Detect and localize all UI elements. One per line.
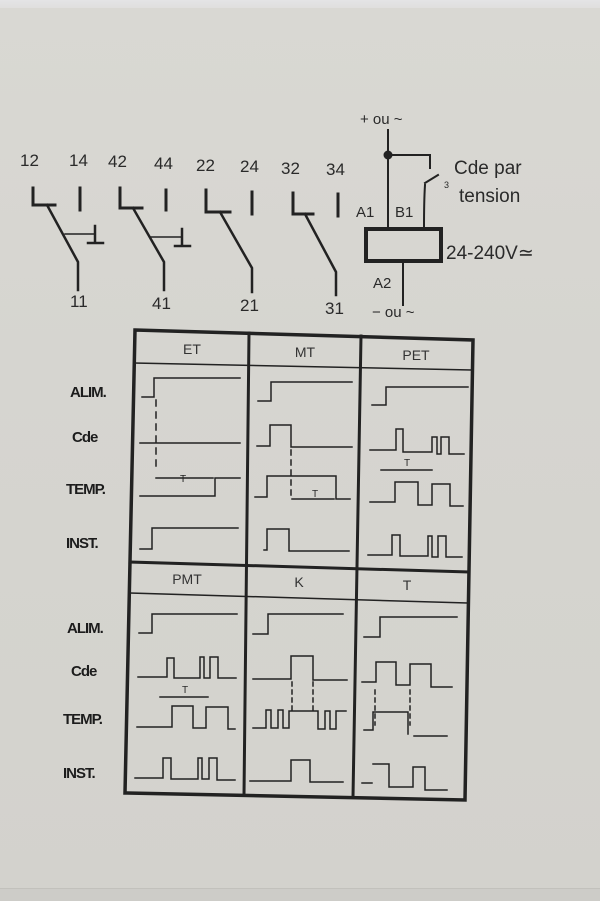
mode-header-et: ET xyxy=(183,341,201,357)
label-background xyxy=(0,8,600,900)
terminal-11: 11 xyxy=(70,292,88,311)
voltage-label: 24-240V≃ xyxy=(446,243,534,264)
terminal-41: 41 xyxy=(152,294,171,313)
terminal-31: 31 xyxy=(325,299,344,318)
waveforms-et: T xyxy=(139,377,241,550)
mode-header-mt: MT xyxy=(294,344,316,360)
terminal-21: 21 xyxy=(240,296,259,315)
time-marker-pmt: T xyxy=(182,685,189,696)
svg-text:T: T xyxy=(180,474,186,485)
terminal-44: 44 xyxy=(154,154,173,173)
switch-number: 3 xyxy=(444,180,450,190)
waveforms-pet xyxy=(367,386,469,558)
waveforms-k xyxy=(249,613,348,783)
terminal-34: 34 xyxy=(326,160,345,179)
contact-group-4 xyxy=(118,186,192,292)
row-label-temp-2: TEMP. xyxy=(63,711,103,728)
terminal-42: 42 xyxy=(108,152,127,171)
contact-group-3 xyxy=(291,191,340,297)
time-marker-pet: T xyxy=(404,458,411,469)
time-marker-mt: T xyxy=(312,489,319,500)
row-label-cde: Cde xyxy=(72,429,98,446)
control-label-line1: Cde par xyxy=(454,158,522,179)
supply-minus-label: − ou ~ xyxy=(372,304,415,321)
bottom-edge xyxy=(0,888,600,901)
terminal-a2: A2 xyxy=(373,275,392,292)
terminal-b1: B1 xyxy=(395,204,414,221)
terminal-12: 12 xyxy=(20,151,39,170)
terminal-a1: A1 xyxy=(356,204,375,221)
mode-header-pmt: PMT xyxy=(172,571,202,587)
mode-header-pet: PET xyxy=(402,347,430,363)
terminal-24: 24 xyxy=(240,157,259,176)
control-label-line2: tension xyxy=(459,186,521,207)
contact-group-1 xyxy=(31,186,105,292)
row-label-inst-2: INST. xyxy=(63,765,96,782)
mode-header-k: K xyxy=(294,574,304,590)
row-label-cde-2: Cde xyxy=(71,663,97,680)
row-label-alim-2: ALIM. xyxy=(67,620,104,637)
waveforms-pmt xyxy=(134,613,238,781)
timing-table-grid xyxy=(123,328,475,802)
waveforms-t xyxy=(361,616,458,791)
terminal-32: 32 xyxy=(281,159,300,178)
relay-coil xyxy=(364,129,443,306)
row-label-inst: INST. xyxy=(66,535,99,552)
terminal-22: 22 xyxy=(196,156,215,175)
contact-group-2 xyxy=(204,188,254,294)
row-label-alim: ALIM. xyxy=(70,384,107,401)
mode-header-t: T xyxy=(402,577,412,593)
row-label-temp: TEMP. xyxy=(66,481,106,498)
supply-plus-label: + ou ~ xyxy=(360,111,403,128)
waveforms-mt xyxy=(254,381,353,552)
terminal-14: 14 xyxy=(69,151,88,170)
